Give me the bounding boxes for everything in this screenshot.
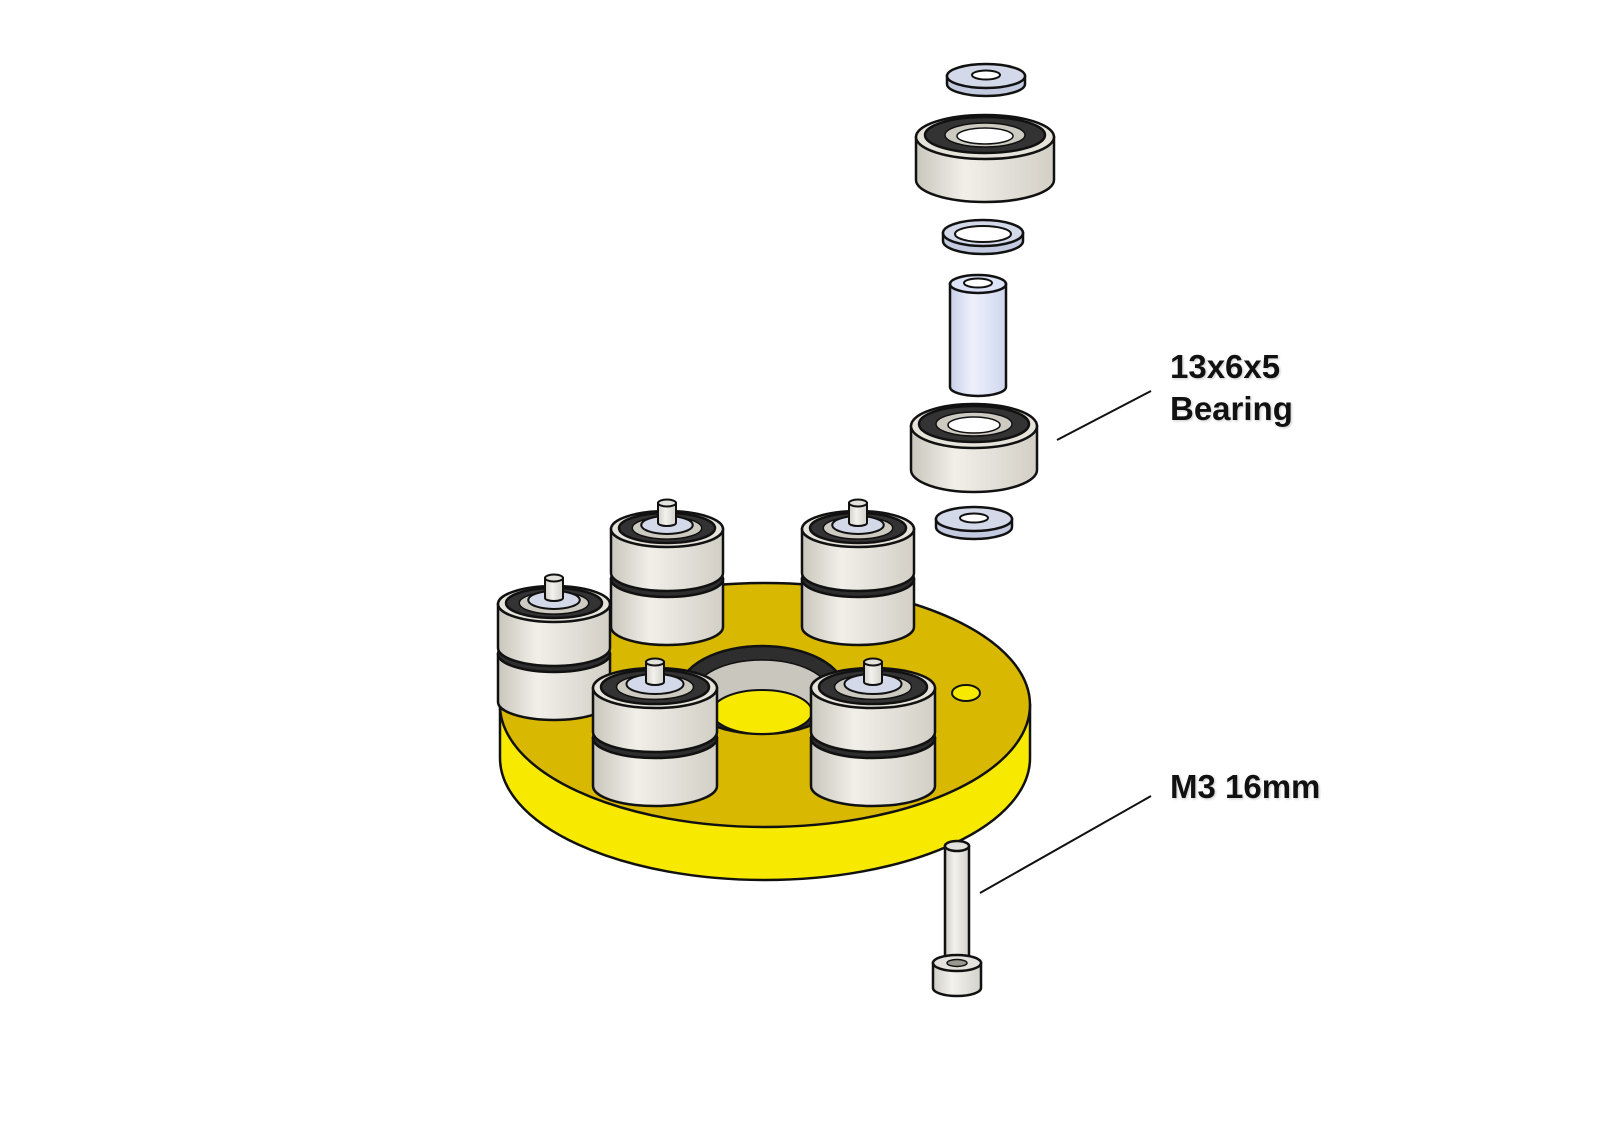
roller-bearings [496, 498, 937, 808]
bearing-label-line2: Bearing [1170, 390, 1293, 427]
roller-front-right [809, 657, 937, 808]
exploded-stack [909, 62, 1056, 541]
m3-screw [931, 839, 983, 998]
washer-middle [941, 218, 1025, 256]
roller-back-left [609, 498, 725, 647]
roller-back-right [800, 498, 916, 647]
center-hole [711, 689, 813, 735]
screw-label: M3 16mm [1170, 768, 1321, 805]
bearing-label-line1: 13x6x5 [1170, 348, 1281, 385]
bearing-label: 13x6x5 Bearing [1170, 346, 1293, 430]
washer-top [945, 62, 1027, 98]
bearing-upper [914, 113, 1056, 204]
spacer-tube [948, 273, 1008, 398]
roller-left [496, 573, 612, 722]
bearing-leader-line [1056, 390, 1152, 441]
washer-bottom [934, 505, 1014, 541]
mount-hole [951, 684, 981, 702]
bearing-lower [909, 402, 1039, 494]
roller-front-left [591, 657, 719, 808]
screw-leader-line [979, 795, 1152, 894]
